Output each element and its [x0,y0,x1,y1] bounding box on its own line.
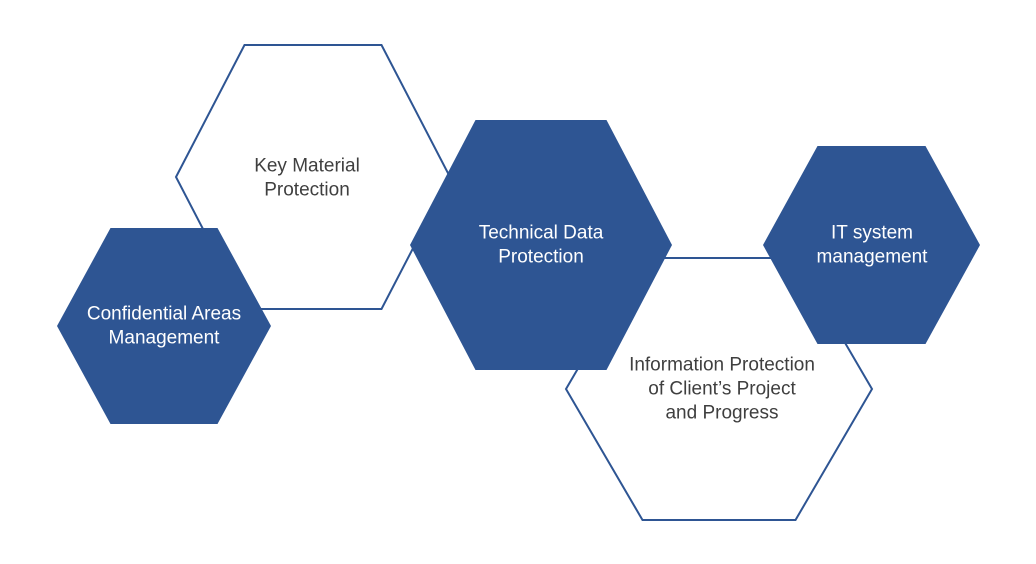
hexagon-it-system-shape [763,146,980,344]
hexagon-technical-data-shape [410,120,672,370]
hexagon-confidential-areas-shape [57,228,271,424]
